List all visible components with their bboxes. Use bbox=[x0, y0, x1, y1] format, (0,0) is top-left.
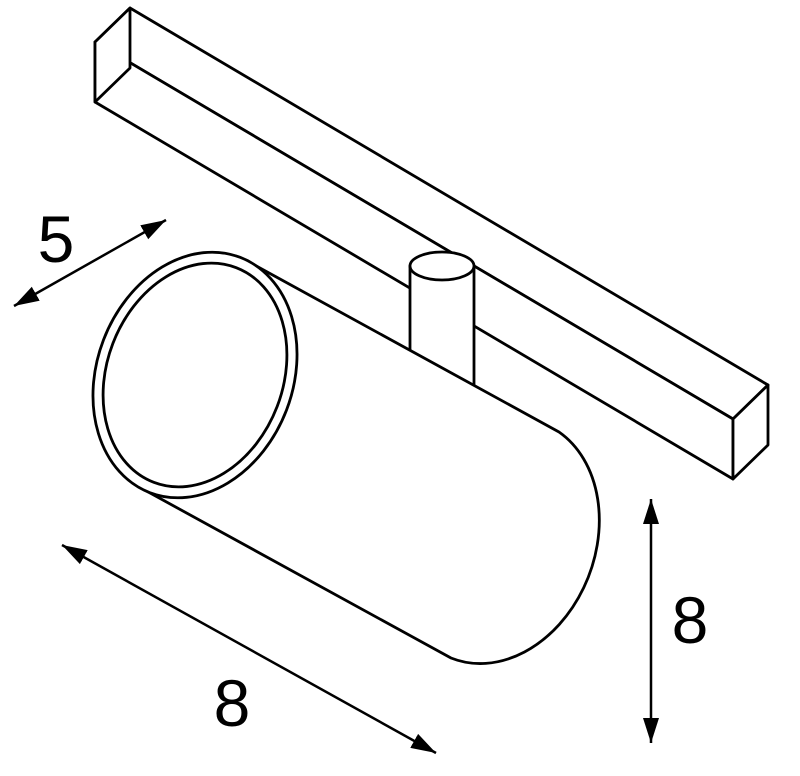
lens-inner-rim bbox=[101, 261, 289, 489]
length-dimension-label: 8 bbox=[214, 666, 251, 740]
height-dimension-label: 8 bbox=[672, 583, 709, 657]
dimension-annotations: 5 8 8 bbox=[13, 202, 709, 755]
stem-top-cap bbox=[408, 250, 476, 282]
lens-outer-rim bbox=[91, 250, 299, 500]
width-dimension-label: 5 bbox=[38, 202, 75, 276]
length-dimension-arrow bbox=[61, 543, 437, 755]
width-dimension-arrow bbox=[13, 218, 167, 308]
rail-left-end-face bbox=[93, 6, 132, 104]
spotlight-body bbox=[91, 250, 601, 665]
rail-right-end-face bbox=[731, 383, 770, 481]
